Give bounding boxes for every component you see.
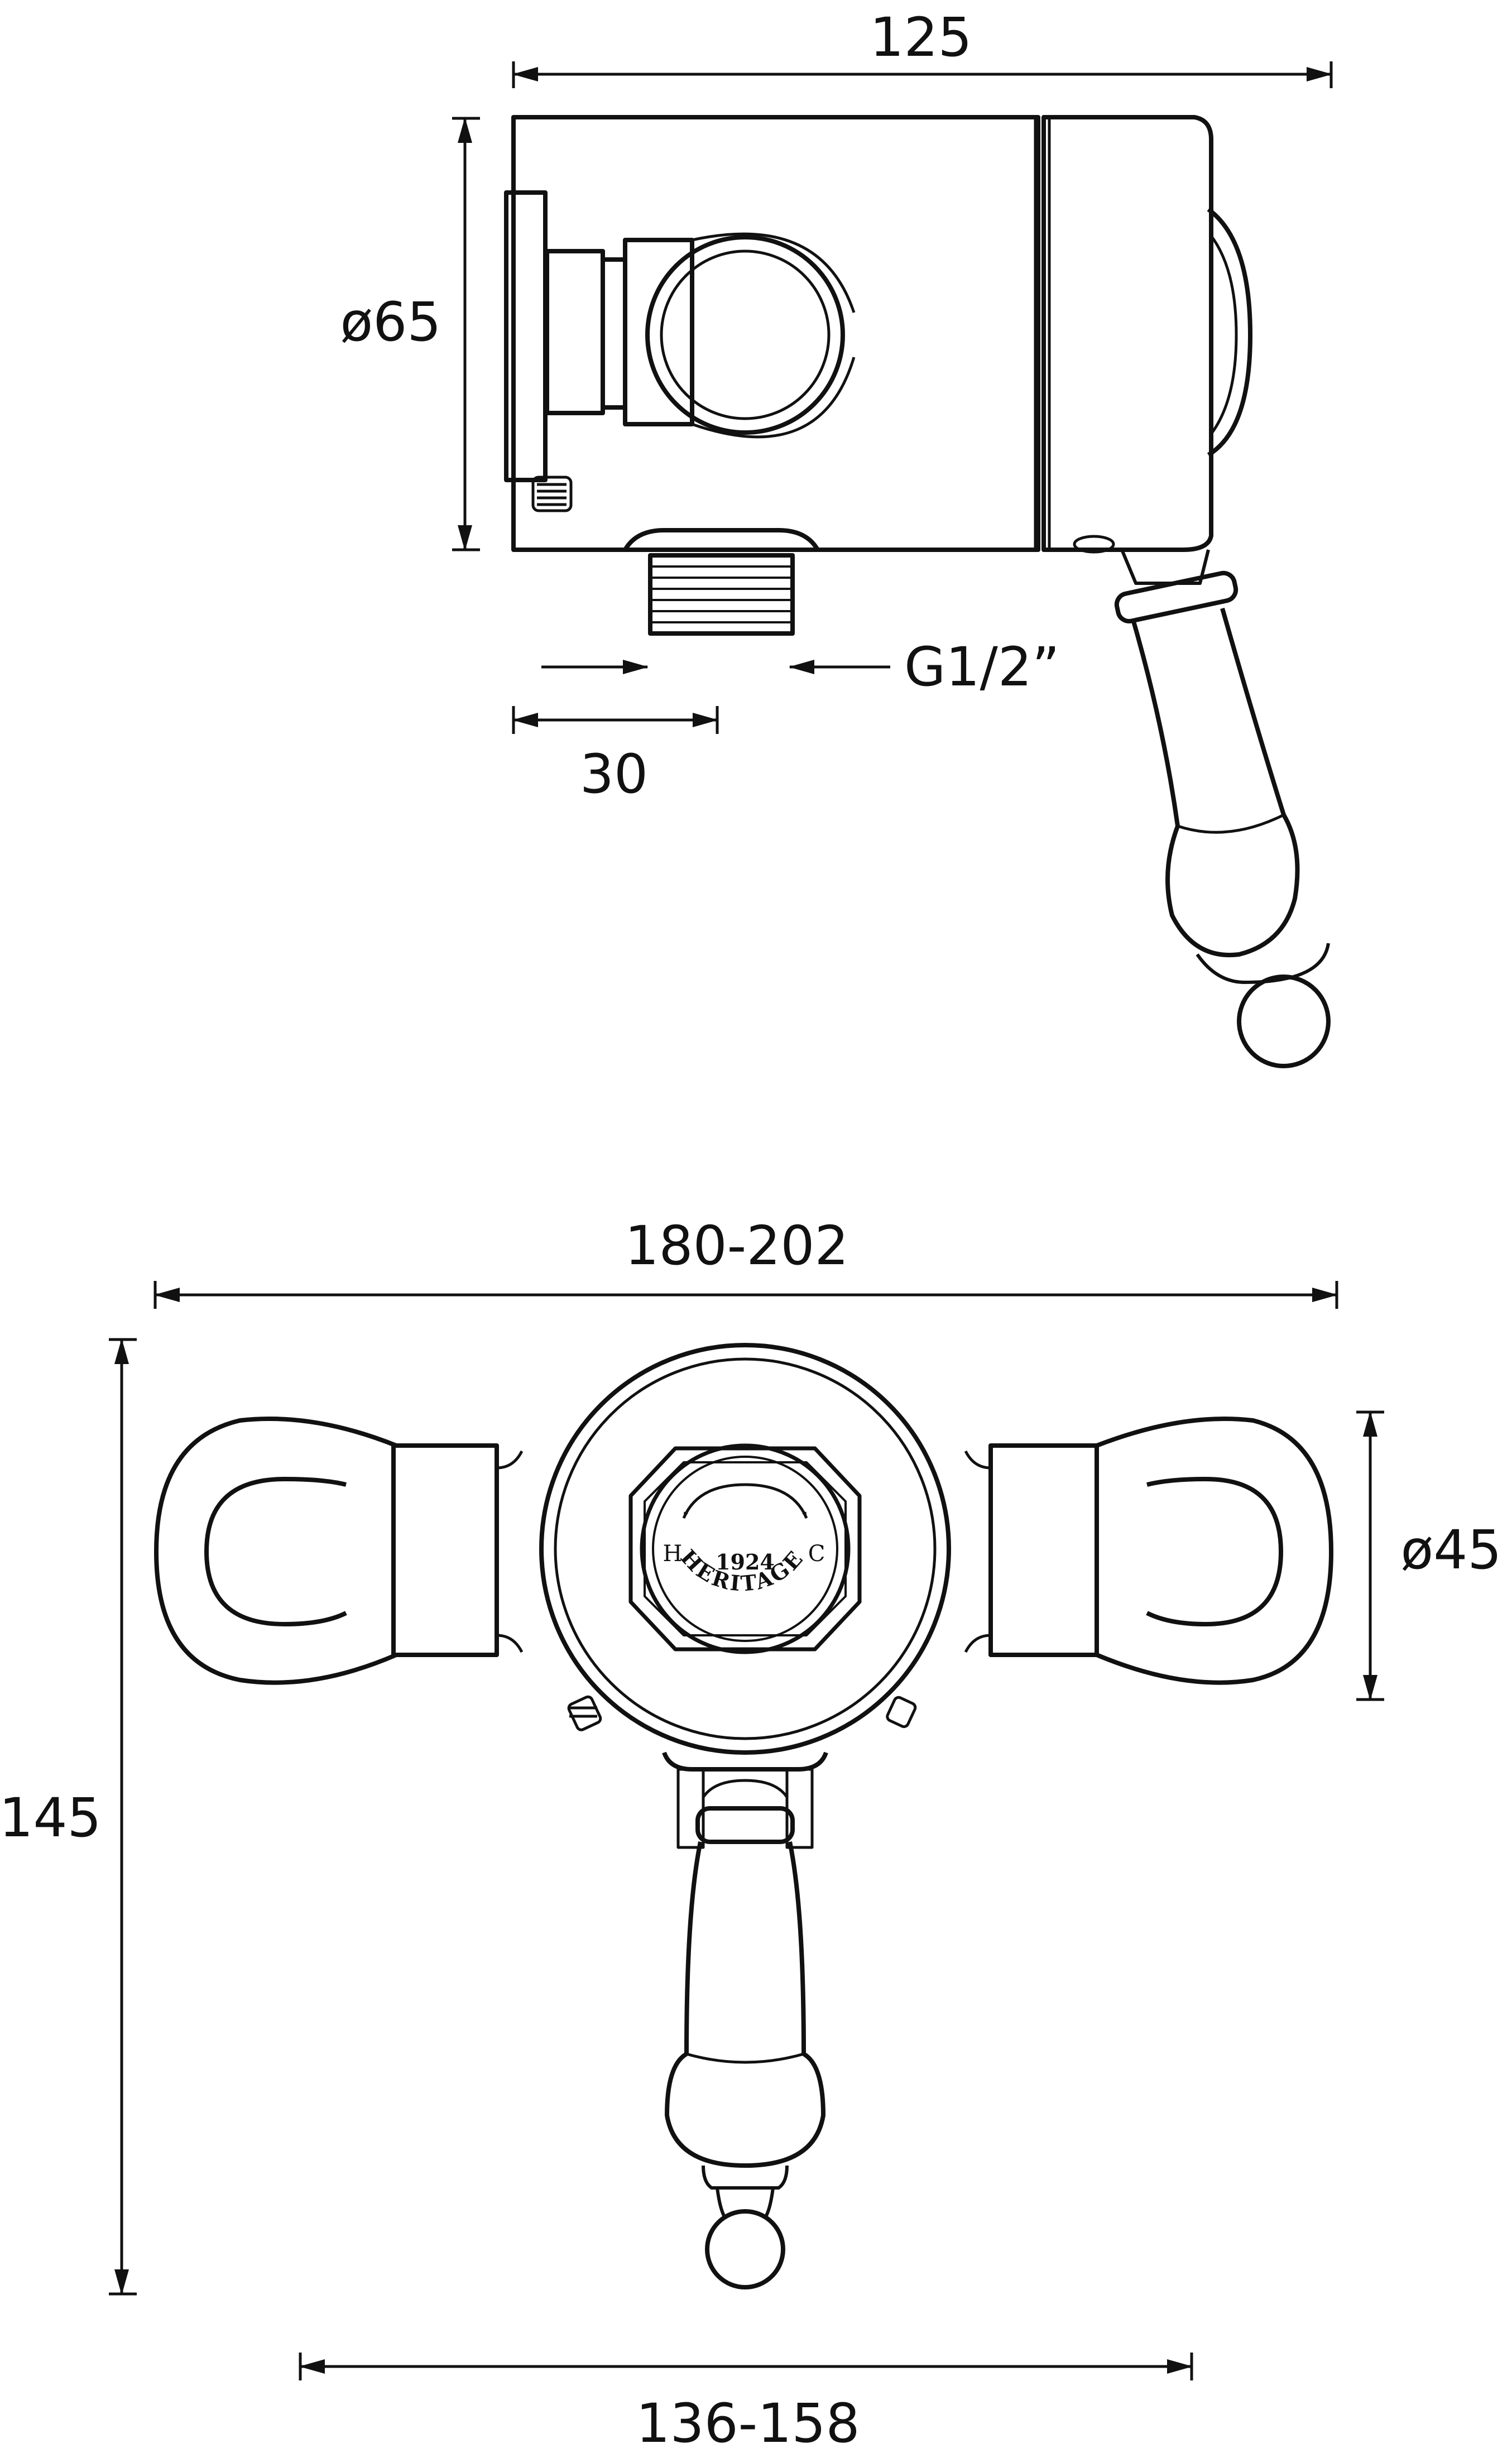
dial-side-profile xyxy=(1207,207,1252,457)
inlet-ring xyxy=(645,235,845,435)
valve-body xyxy=(511,115,1040,552)
inlet-nut xyxy=(545,249,605,415)
outlet-offset-label: 30 xyxy=(580,743,648,805)
centres-label: 136-158 xyxy=(636,2392,860,2453)
cold-arrow-icon xyxy=(745,1483,808,1519)
side-height-label: ø65 xyxy=(340,291,441,353)
right-inlet-elbow xyxy=(964,1417,1333,1685)
dial-hot-label: H xyxy=(663,1541,683,1567)
hot-arrow-icon xyxy=(682,1483,746,1519)
front-height-label: 145 xyxy=(0,1787,102,1849)
grub-screw-left xyxy=(567,1695,602,1731)
control-housing xyxy=(1041,115,1213,552)
lever-handle-front xyxy=(665,1806,825,2289)
lever-handle-side xyxy=(1114,549,1331,1068)
grub-screw-right xyxy=(886,1696,917,1729)
temperature-dial xyxy=(640,1443,851,1654)
side-view xyxy=(452,61,1333,1068)
front-width-label: 180-202 xyxy=(625,1215,848,1277)
grub-screw xyxy=(531,476,573,512)
front-view xyxy=(109,1281,1384,2380)
outlet-thread xyxy=(623,528,820,636)
outlet-thread-label: G1/2” xyxy=(904,636,1060,698)
port-hole xyxy=(1073,535,1115,554)
outlet-collar xyxy=(662,1751,828,1772)
dial-hex-nut xyxy=(628,1446,862,1652)
left-inlet-elbow xyxy=(154,1417,524,1685)
handle-diameter-label: ø45 xyxy=(1401,1519,1502,1581)
dial-cold-label: C xyxy=(808,1541,825,1567)
dial-year: 1924 xyxy=(716,1549,775,1574)
body-disc xyxy=(539,1343,951,1755)
side-width-label: 125 xyxy=(870,6,972,69)
